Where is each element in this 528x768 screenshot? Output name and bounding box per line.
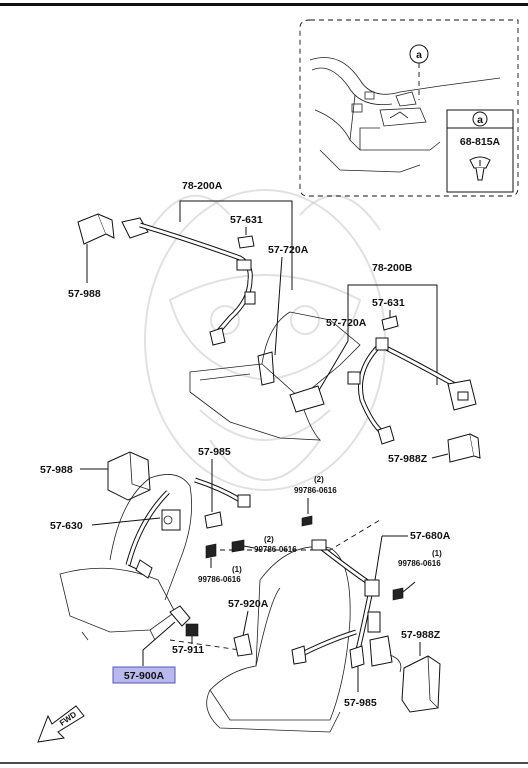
top-border [0,3,528,6]
rear-shelf [189,311,361,441]
clip-fastener-icon [469,156,491,181]
part-57-720Aa-label: 57-720A [268,244,309,256]
part-57-985a-label: 57-985 [198,446,231,458]
part-57-988Zb-label: 57-988Z [401,629,441,641]
watermark-samurai-icon [144,189,386,491]
part-99786-0616b-label: 99786-0616 [254,545,297,554]
right-seat-assembly: 57-680A (1) 99786-0616 57-920A 57-988Z 5… [206,530,451,733]
part-57-631b-label: 57-631 [372,297,405,309]
part-57-988b-label: 57-988 [40,464,73,476]
qty-99786b-label: (2) [264,535,274,544]
part-57-900A-highlight[interactable] [112,666,176,684]
part-57-900A-label: 57-900A [124,670,165,682]
part-57-920A-label: 57-920A [228,598,269,610]
part-57-680A-label: 57-680A [410,530,451,542]
part-57-911-label: 57-911 [172,644,204,656]
part-57-988a-label: 57-988 [68,288,101,300]
qty-99786a-label: (2) [314,475,324,484]
part-57-630-label: 57-630 [50,520,83,532]
part-78-200B-label: 78-200B [372,262,413,274]
part-99786-0616c-label: 99786-0616 [198,575,241,584]
rear-belt-left-assembly: 78-200A 57-631 57-720A 57-988 [68,180,309,386]
seat-leader-dashed [220,519,381,551]
part-68-815A-label: 68-815A [460,136,501,148]
part-78-200A-label: 78-200A [182,180,223,192]
left-seat-assembly: 57-988 57-985 (2) 99786-0616 57-630 (2) … [40,446,337,684]
detail-inset: a a 68-815A [299,19,519,197]
callout-a-label: a [416,49,422,61]
part-57-720Ab-label: 57-720A [326,317,367,329]
part-57-988Za-label: 57-988Z [388,453,428,465]
qty-99786d-label: (1) [432,549,442,558]
part-57-631a-label: 57-631 [230,214,263,226]
rear-belt-right-assembly: 78-200B 57-631 57-720A 57-988Z [289,262,481,465]
part-99786-0616d-label: 99786-0616 [398,559,441,568]
inset-key-label: a [477,114,483,126]
part-57-985b-label: 57-985 [344,697,377,709]
part-99786-0616a-label: 99786-0616 [294,486,337,495]
qty-99786c-label: (1) [232,565,242,574]
fwd-arrow-icon: FWD [37,705,85,743]
